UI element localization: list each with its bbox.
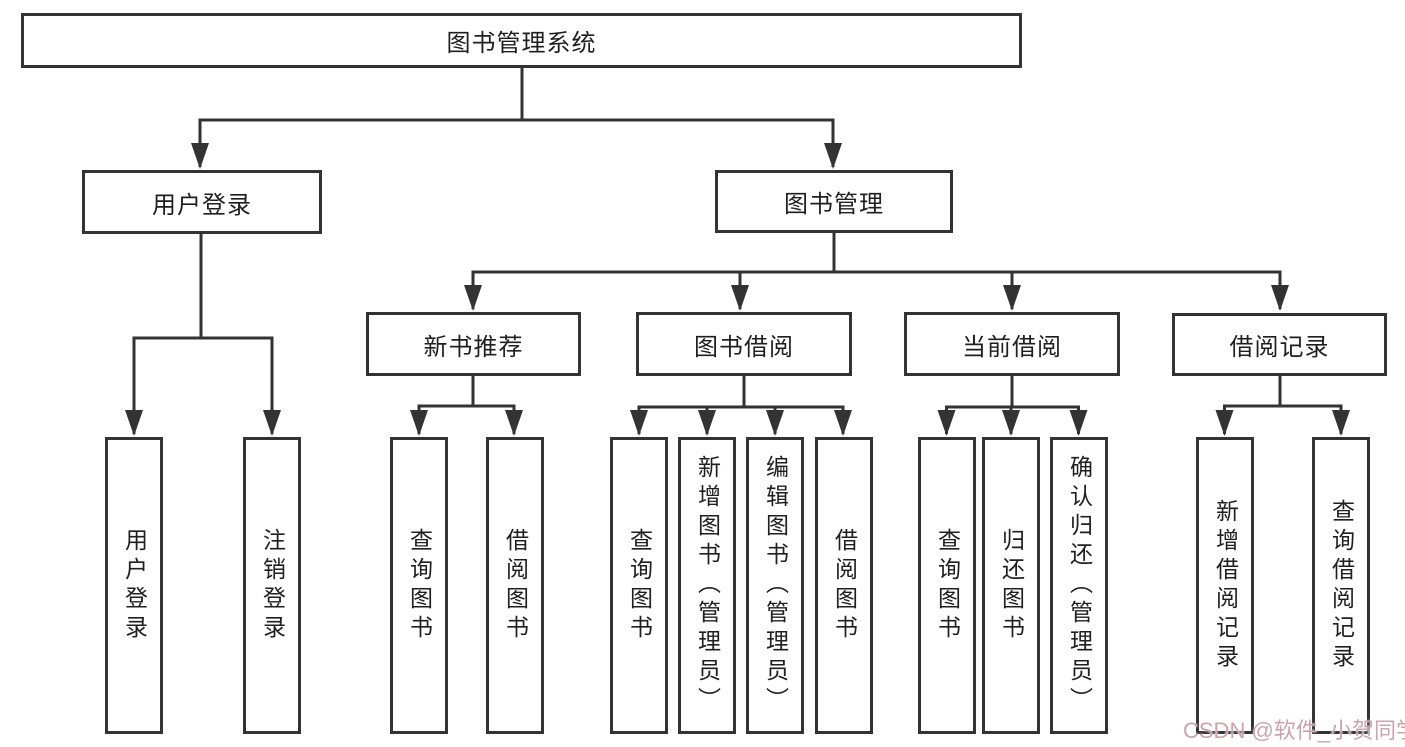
leaf-query-book-borrow-label: 查询图书 [626,527,653,644]
node-current-borrow: 当前借阅 [904,312,1120,376]
leaf-query-book-recommend-label: 查询图书 [406,527,433,644]
leaf-confirm-return-admin-label: 确认归还（管理员） [1066,455,1093,716]
leaf-return-book-label: 归还图书 [998,527,1025,644]
leaf-query-book-current: 查询图书 [918,437,976,734]
node-borrow-record: 借阅记录 [1172,313,1387,376]
leaf-logout-login-label: 注销登录 [259,527,286,644]
leaf-add-borrow-record-label: 新增借阅记录 [1212,498,1239,673]
leaf-query-book-current-label: 查询图书 [934,527,961,644]
node-user-login-label: 用户登录 [152,191,252,219]
leaf-add-book-admin: 新增图书（管理员） [678,437,736,734]
leaf-edit-book-admin: 编辑图书（管理员） [746,437,804,734]
leaf-edit-book-admin-label: 编辑图书（管理员） [762,455,789,716]
node-user-login: 用户登录 [82,170,322,234]
node-book-management: 图书管理 [715,170,953,233]
node-borrow-record-label: 借阅记录 [1229,334,1330,361]
leaf-confirm-return-admin: 确认归还（管理员） [1050,437,1108,734]
csdn-watermark: CSDN @软件_小贺同学 [1183,718,1405,743]
leaf-borrow-book-recommend: 借阅图书 [486,437,544,734]
node-new-book-recommend-label: 新书推荐 [423,333,524,361]
leaf-query-borrow-record-label: 查询借阅记录 [1328,498,1355,673]
leaf-query-borrow-record: 查询借阅记录 [1312,437,1370,734]
leaf-add-book-admin-label: 新增图书（管理员） [694,455,721,716]
leaf-query-book-borrow: 查询图书 [610,437,668,734]
leaf-user-login-label: 用户登录 [121,527,148,644]
leaf-borrow-book-recommend-label: 借阅图书 [502,527,529,644]
leaf-add-borrow-record: 新增借阅记录 [1196,437,1254,734]
node-book-management-label: 图书管理 [784,191,884,218]
node-new-book-recommend: 新书推荐 [366,312,581,376]
node-book-borrow: 图书借阅 [636,312,852,376]
root-node-label: 图书管理系统 [446,30,597,57]
leaf-user-login: 用户登录 [105,437,163,734]
root-node: 图书管理系统 [21,13,1022,68]
leaf-borrow-book-borrow: 借阅图书 [815,437,873,734]
leaf-logout-login: 注销登录 [243,437,301,734]
node-book-borrow-label: 图书借阅 [694,333,794,361]
leaf-query-book-recommend: 查询图书 [390,437,448,734]
node-current-borrow-label: 当前借阅 [962,333,1062,361]
leaf-borrow-book-borrow-label: 借阅图书 [831,527,858,644]
leaf-return-book: 归还图书 [982,437,1040,734]
